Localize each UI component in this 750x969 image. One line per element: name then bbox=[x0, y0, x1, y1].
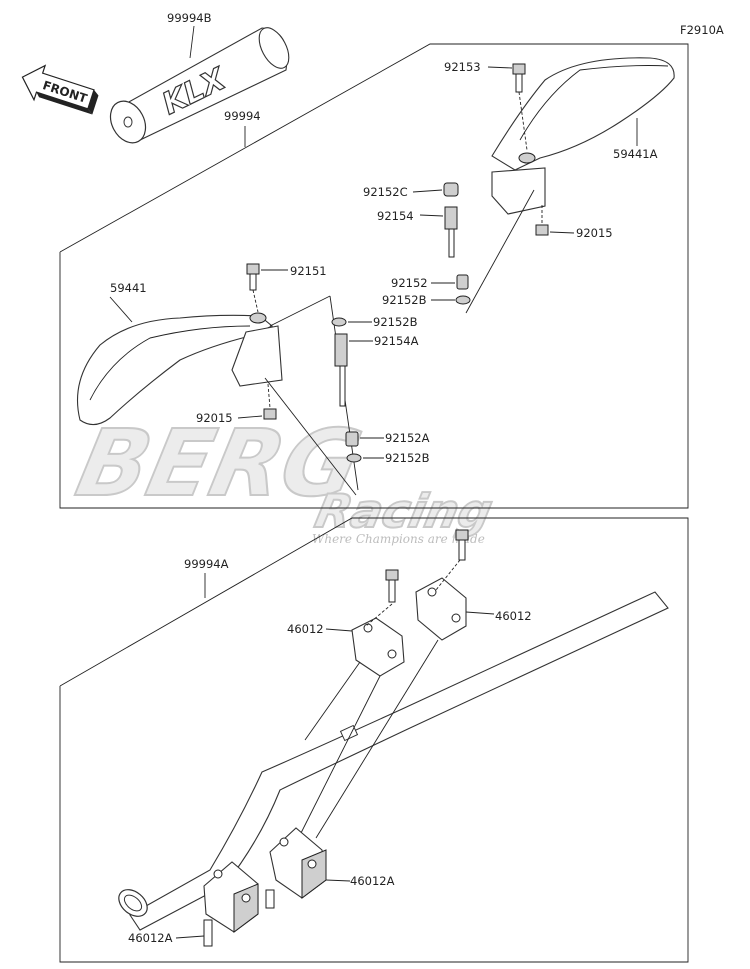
label-washer-lower: 92152B bbox=[385, 451, 430, 465]
collar-c-part bbox=[443, 182, 459, 197]
label-washer-l: 92152B bbox=[373, 315, 418, 329]
label-collar-r: 92152 bbox=[391, 276, 428, 290]
label-handguard-set: 99994 bbox=[224, 109, 261, 123]
label-handlebar-kit: 99994A bbox=[184, 557, 229, 571]
label-holder-lower-left: 46012A bbox=[128, 931, 173, 945]
handlebar-kit-frame bbox=[59, 517, 689, 963]
label-grip-cover: 99994B bbox=[167, 11, 212, 25]
figure-id: F2910A bbox=[680, 23, 724, 37]
label-washer-r: 92152B bbox=[382, 293, 427, 307]
label-guard-right: 59441A bbox=[613, 147, 658, 161]
washer-l-part bbox=[331, 317, 347, 327]
washer-r-part bbox=[455, 295, 471, 305]
bolt-left-part bbox=[246, 263, 260, 291]
label-stud-long: 92154A bbox=[374, 334, 419, 348]
right-handguard-part bbox=[491, 57, 675, 215]
label-collar-a: 92152A bbox=[385, 431, 430, 445]
label-nut-right: 92015 bbox=[576, 226, 613, 240]
nut-left-part bbox=[263, 408, 277, 420]
handguard-set-frame bbox=[59, 43, 689, 509]
label-clamp-left: 46012 bbox=[287, 622, 324, 636]
label-bolt-upper: 92153 bbox=[444, 60, 481, 74]
clamp-right-part bbox=[415, 529, 469, 641]
collar-a-part bbox=[345, 431, 359, 447]
clamp-left-part bbox=[351, 569, 405, 677]
watermark-brand-bottom: Racing bbox=[311, 484, 497, 537]
label-clamp-right: 46012 bbox=[495, 609, 532, 623]
bolt-upper-part bbox=[512, 63, 526, 93]
stud-long-part bbox=[334, 333, 348, 407]
washer-lower-part bbox=[346, 453, 362, 463]
holder-lower-left-part bbox=[203, 861, 259, 947]
watermark-tagline: Where Champions are made bbox=[312, 532, 485, 546]
collar-r-part bbox=[456, 274, 469, 290]
front-arrow-icon: FRONT bbox=[21, 64, 99, 115]
handlebar-part bbox=[118, 591, 669, 931]
label-nut-left: 92015 bbox=[196, 411, 233, 425]
watermark: BERG Racing Where Champions are made bbox=[67, 409, 498, 546]
nut-right-part bbox=[535, 224, 549, 236]
label-collar-c: 92152C bbox=[363, 185, 408, 199]
label-stud: 92154 bbox=[377, 209, 414, 223]
label-holder-lower-right: 46012A bbox=[350, 874, 395, 888]
grip-cover-part: KLX bbox=[109, 27, 290, 144]
stud-part bbox=[444, 206, 458, 258]
watermark-brand-top: BERG bbox=[68, 410, 370, 517]
label-guard-left: 59441 bbox=[110, 281, 147, 295]
left-handguard-part bbox=[77, 312, 283, 426]
holder-lower-right-part bbox=[265, 827, 327, 909]
label-bolt-left: 92151 bbox=[290, 264, 327, 278]
